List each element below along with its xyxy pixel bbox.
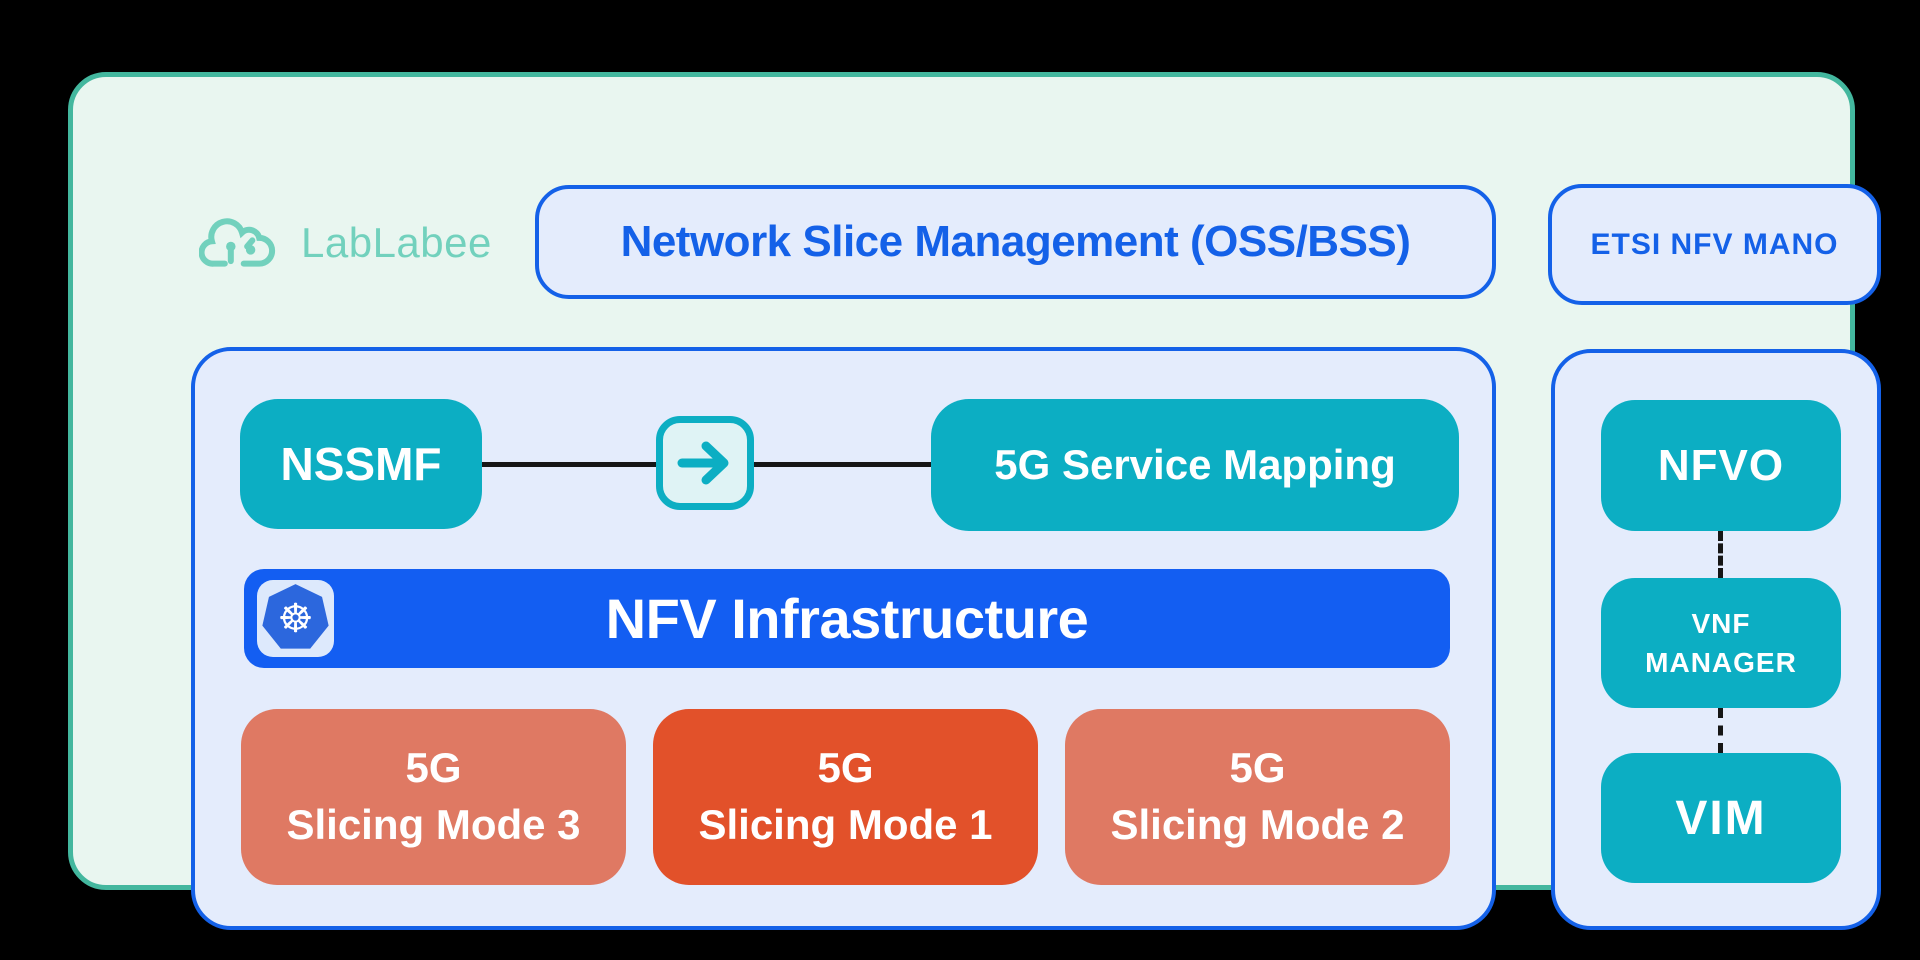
slicing-mode-1-line2: Slicing Mode 1 bbox=[698, 801, 993, 848]
mano-panel: NFVO VNF MANAGER VIM bbox=[1551, 349, 1881, 930]
etsi-nfv-mano-box: ETSI NFV MANO bbox=[1548, 184, 1881, 305]
etsi-nfv-mano-label: ETSI NFV MANO bbox=[1590, 227, 1839, 261]
vnf-manager-label: VNF MANAGER bbox=[1645, 607, 1797, 678]
service-mapping-label: 5G Service Mapping bbox=[994, 441, 1396, 488]
cloud-circuit-icon bbox=[199, 218, 276, 267]
slicing-mode-3-box: 5G Slicing Mode 3 bbox=[241, 709, 626, 885]
vim-label: VIM bbox=[1675, 791, 1767, 845]
lablabee-logo: LabLabee bbox=[199, 205, 492, 281]
slicing-mode-2-box: 5G Slicing Mode 2 bbox=[1065, 709, 1450, 885]
service-mapping-node: 5G Service Mapping bbox=[931, 399, 1459, 531]
vnf-manager-node: VNF MANAGER bbox=[1601, 578, 1841, 708]
kubernetes-icon: ☸ bbox=[257, 580, 334, 657]
nfvo-label: NFVO bbox=[1657, 440, 1785, 490]
vim-node: VIM bbox=[1601, 753, 1841, 883]
oss-bss-title: Network Slice Management (OSS/BSS) bbox=[620, 217, 1411, 266]
nfvo-vnfm-dashed-connector bbox=[1718, 531, 1723, 578]
diagram-card: LabLabee Network Slice Management (OSS/B… bbox=[68, 72, 1881, 930]
slice-management-panel: NSSMF 5G Service Mapping bbox=[191, 347, 1496, 930]
slicing-mode-2-line1: 5G bbox=[1229, 744, 1286, 792]
logo-text: LabLabee bbox=[301, 219, 492, 266]
nfv-infrastructure-label: NFV Infrastructure bbox=[605, 587, 1089, 650]
nfv-infrastructure-bar: ☸ NFV Infrastructure bbox=[244, 569, 1450, 668]
slicing-mode-1-line1: 5G bbox=[817, 744, 874, 792]
slicing-mode-2-line2: Slicing Mode 2 bbox=[1110, 801, 1405, 848]
flow-arrow-tile bbox=[656, 416, 754, 510]
slicing-mode-3-line1: 5G bbox=[405, 744, 462, 792]
nfvo-node: NFVO bbox=[1601, 400, 1841, 531]
nssmf-node: NSSMF bbox=[240, 399, 482, 529]
slicing-mode-1-box: 5G Slicing Mode 1 bbox=[653, 709, 1038, 885]
nssmf-label: NSSMF bbox=[280, 438, 442, 490]
vnfm-vim-dashed-connector bbox=[1718, 708, 1723, 753]
oss-bss-title-box: Network Slice Management (OSS/BSS) bbox=[535, 185, 1496, 299]
right-arrow-icon bbox=[677, 441, 729, 485]
slicing-mode-3-line2: Slicing Mode 3 bbox=[286, 801, 581, 848]
